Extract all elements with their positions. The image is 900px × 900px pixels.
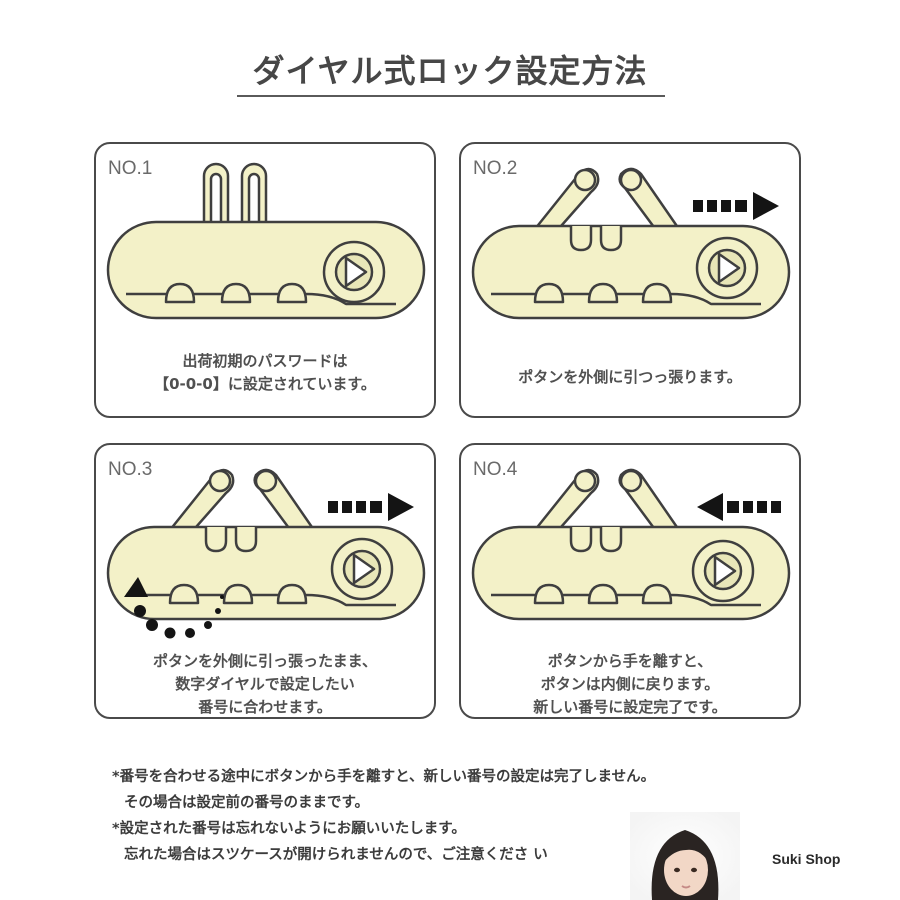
note-line: その場合は設定前の番号のままです。: [124, 795, 370, 811]
page-title: ダイヤル式ロック設定方法: [252, 52, 648, 90]
step-panel-4: NO.4 ポタンから手を離すと、 ポタンは内側に戻ります。 新しい番号に設定完了…: [459, 443, 801, 719]
title-underline: [237, 95, 665, 97]
step-caption: ポタンを外側に引っ張ったまま、 数字ダイヤルで設定したい 番号に合わせます。: [153, 652, 377, 716]
step-caption: ポタンから手を離すと、 ポタンは内側に戻ります。 新しい番号に設定完了です。: [533, 652, 727, 716]
arrow-right-icon: [328, 493, 414, 521]
step-panel-3: NO.3 ポタンを外側に引っ張ったまま、 数字ダイヤルで設定したい 番号に合わせ…: [94, 443, 436, 719]
notes: *番号を合わせる途中にボタンから手を離すと、新しい番号の設定は完了しません。 そ…: [112, 764, 655, 868]
model-photo: [630, 812, 740, 900]
note-line: 忘れた場合はスツケースが開けられませんので、ご注意くださ い: [124, 847, 548, 863]
lock-diagram-shackle-open: [106, 468, 426, 639]
shop-name: Suki Shop: [772, 851, 841, 867]
lock-diagram-closed: [106, 162, 426, 320]
lock-diagram-shackle-open: [471, 167, 791, 320]
step-panel-1: NO.1 出荷初期のパスワードは 【0-0-0】に設定されています。: [94, 142, 436, 418]
step-number: NO.1: [108, 158, 153, 179]
child-portrait-image: [630, 812, 740, 900]
note-line: *番号を合わせる途中にボタンから手を離すと、新しい番号の設定は完了しません。: [112, 769, 656, 785]
dial-direction-arrow: [124, 577, 224, 639]
arrow-right-icon: [693, 192, 779, 220]
step-panel-2: NO.2 ポタンを外側に引つっ張ります。: [459, 142, 801, 418]
step-caption: 出荷初期のパスワードは 【0-0-0】に設定されています。: [154, 352, 376, 393]
step-number: NO.4: [473, 459, 518, 480]
lock-diagram-shackle-open: [471, 468, 791, 621]
step-number: NO.2: [473, 158, 518, 179]
arrow-left-icon: [697, 493, 781, 521]
step-number: NO.3: [108, 459, 153, 480]
step-caption: ポタンを外側に引つっ張ります。: [518, 368, 742, 386]
note-line: *設定された番号は忘れないようにお願いいたします。: [112, 821, 466, 837]
